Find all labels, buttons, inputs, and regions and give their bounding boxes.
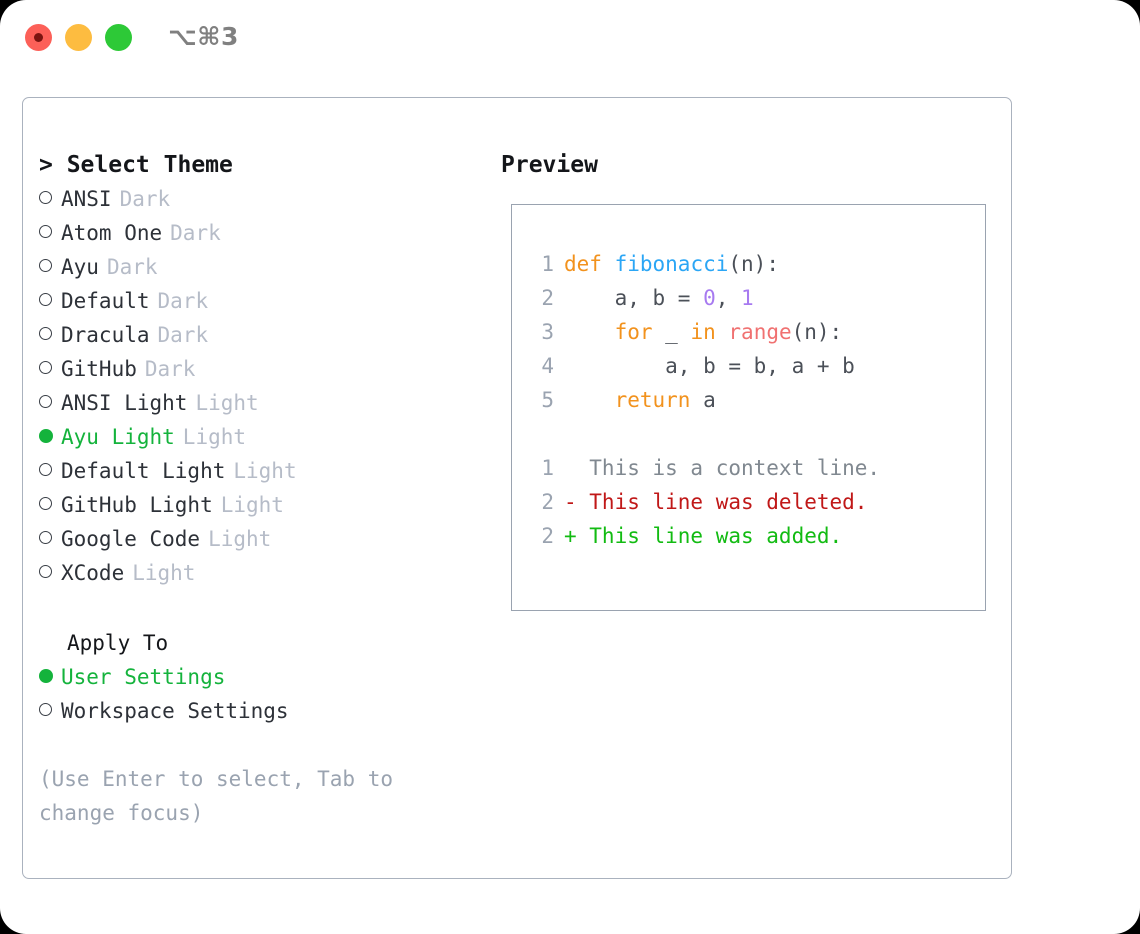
theme-option-name: Ayu xyxy=(61,255,99,279)
code-token xyxy=(716,320,729,344)
theme-option-kind: Dark xyxy=(157,289,209,313)
code-token: (n): xyxy=(728,252,779,276)
code-line: 5 return a xyxy=(526,383,880,417)
theme-option-kind: Dark xyxy=(119,187,171,211)
theme-option-name: ANSI xyxy=(61,187,112,211)
theme-option[interactable]: Default Dark xyxy=(39,284,479,318)
code-token: (n): xyxy=(791,320,843,344)
theme-option-name: ANSI Light xyxy=(61,391,188,415)
theme-option[interactable]: GitHub Light Light xyxy=(39,488,479,522)
theme-option[interactable]: Default Light Light xyxy=(39,454,479,488)
code-token: , xyxy=(715,286,742,310)
diff-text: This is a context line. xyxy=(564,456,881,480)
theme-option-kind: Light xyxy=(233,459,297,483)
line-number: 2 xyxy=(541,524,554,548)
line-number: 5 xyxy=(541,388,554,412)
window-controls xyxy=(25,24,132,51)
keyboard-hint: (Use Enter to select, Tab to change focu… xyxy=(39,767,406,825)
theme-option-name: GitHub Light xyxy=(61,493,213,517)
code-token xyxy=(602,252,615,276)
apply-to-option-label: User Settings xyxy=(61,665,226,689)
theme-option-name: Default Light xyxy=(61,459,226,483)
line-number: 1 xyxy=(541,456,554,480)
theme-option-name: Default xyxy=(61,289,150,313)
line-number: 2 xyxy=(541,490,554,514)
theme-option[interactable]: GitHub Dark xyxy=(39,352,479,386)
theme-option[interactable]: Ayu Dark xyxy=(39,250,479,284)
code-token: in xyxy=(690,320,716,344)
theme-option-kind: Light xyxy=(132,561,196,585)
line-number: 1 xyxy=(541,252,554,276)
maximize-button[interactable] xyxy=(105,24,132,51)
apply-to-option[interactable]: Workspace Settings xyxy=(39,694,479,728)
apply-to-title: Apply To xyxy=(67,631,169,655)
code-spacer xyxy=(526,417,880,451)
code-token xyxy=(564,388,615,412)
line-number: 3 xyxy=(541,320,554,344)
line-number: 2 xyxy=(541,286,554,310)
theme-option-kind: Light xyxy=(195,391,259,415)
code-line: 1 def fibonacci(n): xyxy=(526,247,880,281)
theme-option[interactable]: ANSI Light Light xyxy=(39,386,479,420)
apply-to-option-label: Workspace Settings xyxy=(61,699,289,723)
code-token: for xyxy=(614,320,653,344)
theme-option-kind: Light xyxy=(208,527,272,551)
theme-option[interactable]: Atom One Dark xyxy=(39,216,479,250)
theme-option-kind: Dark xyxy=(106,255,158,279)
select-theme-header: > Select Theme xyxy=(39,152,233,178)
close-button[interactable] xyxy=(25,24,52,51)
code-token: def xyxy=(564,252,602,276)
preview-header: Preview xyxy=(501,152,598,178)
window-title: ⌥⌘3 xyxy=(168,22,239,51)
code-token: 0 xyxy=(703,286,716,310)
theme-option-kind: Dark xyxy=(144,357,196,381)
preview-column: Preview xyxy=(501,148,996,182)
apply-to-option[interactable]: User Settings xyxy=(39,660,479,694)
code-token: a, b = xyxy=(564,286,704,310)
diff-line: 2 - This line was deleted. xyxy=(526,485,880,519)
diff-text: + This line was added. xyxy=(564,524,843,548)
theme-option[interactable]: XCode Light xyxy=(39,556,479,590)
theme-option-name: Atom One xyxy=(61,221,163,245)
code-token: return xyxy=(614,388,691,412)
diff-line: 2 + This line was added. xyxy=(526,519,880,553)
diff-text: - This line was deleted. xyxy=(564,490,868,514)
theme-option[interactable]: Dracula Dark xyxy=(39,318,479,352)
theme-option-name: Dracula xyxy=(61,323,150,347)
code-token xyxy=(564,320,615,344)
code-token: a xyxy=(690,388,716,412)
minimize-button[interactable] xyxy=(65,24,92,51)
code-token: fibonacci xyxy=(614,252,729,276)
theme-option[interactable]: Google Code Light xyxy=(39,522,479,556)
code-token: range xyxy=(728,320,792,344)
theme-option-kind: Light xyxy=(182,425,247,449)
code-line: 3 for _ in range(n): xyxy=(526,315,880,349)
line-number: 4 xyxy=(541,354,554,378)
code-line: 4 a, b = b, a + b xyxy=(526,349,880,383)
theme-option-name: GitHub xyxy=(61,357,137,381)
theme-option-name: Ayu Light xyxy=(61,425,175,449)
code-token: a, b = b, a + b xyxy=(564,354,855,378)
theme-option-name: XCode xyxy=(61,561,125,585)
theme-option-kind: Dark xyxy=(170,221,221,245)
code-token: _ xyxy=(652,320,691,344)
diff-line: 1 This is a context line. xyxy=(526,451,880,485)
code-line: 2 a, b = 0, 1 xyxy=(526,281,880,315)
theme-option-name: Google Code xyxy=(61,527,201,551)
theme-option-kind: Light xyxy=(220,493,284,517)
title-bar: ⌥⌘3 xyxy=(0,0,1140,78)
theme-option[interactable]: ANSI Dark xyxy=(39,182,479,216)
theme-option-kind: Dark xyxy=(157,323,209,347)
code-token: 1 xyxy=(741,286,754,310)
theme-option[interactable]: Ayu Light Light xyxy=(39,420,479,454)
